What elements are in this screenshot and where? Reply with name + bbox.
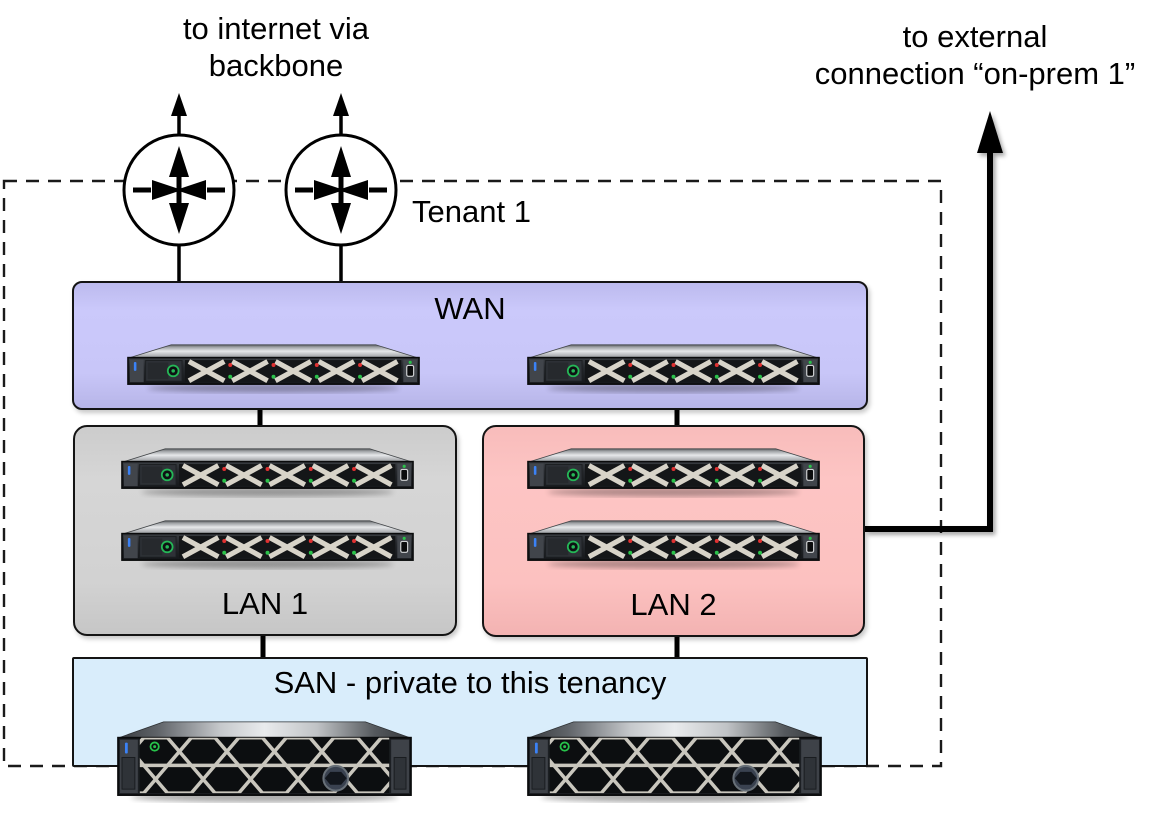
lan2-server-1u <box>526 437 821 498</box>
san-storage-server-2u <box>116 708 413 803</box>
tenant-label: Tenant 1 <box>412 194 531 229</box>
san-storage-server-2u <box>526 708 823 803</box>
router-uplink-arrows <box>171 93 349 283</box>
up-arrow-icon <box>333 93 349 116</box>
router-icon <box>286 135 396 245</box>
external-connection-arrow <box>865 111 1003 532</box>
wan-server-1u <box>126 333 421 394</box>
san-zone-label: SAN - private to this tenancy <box>273 665 667 700</box>
up-arrow-icon <box>171 93 187 116</box>
wan-server-1u <box>526 333 821 394</box>
lan1-zone-label: LAN 1 <box>221 586 309 621</box>
lan1-server-1u <box>120 509 415 570</box>
router-icon <box>124 135 234 245</box>
lan2-zone-label: LAN 2 <box>630 587 717 622</box>
lan1-server-1u <box>120 437 415 498</box>
external-arrow-head-icon <box>977 111 1003 153</box>
external-connection-caption: to external connection “on-prem 1” <box>814 19 1136 91</box>
internet-caption: to internet via backbone <box>182 11 370 83</box>
lan2-server-1u <box>526 509 821 570</box>
wan-zone-label: WAN <box>434 291 506 326</box>
zone-connectors <box>257 407 680 658</box>
